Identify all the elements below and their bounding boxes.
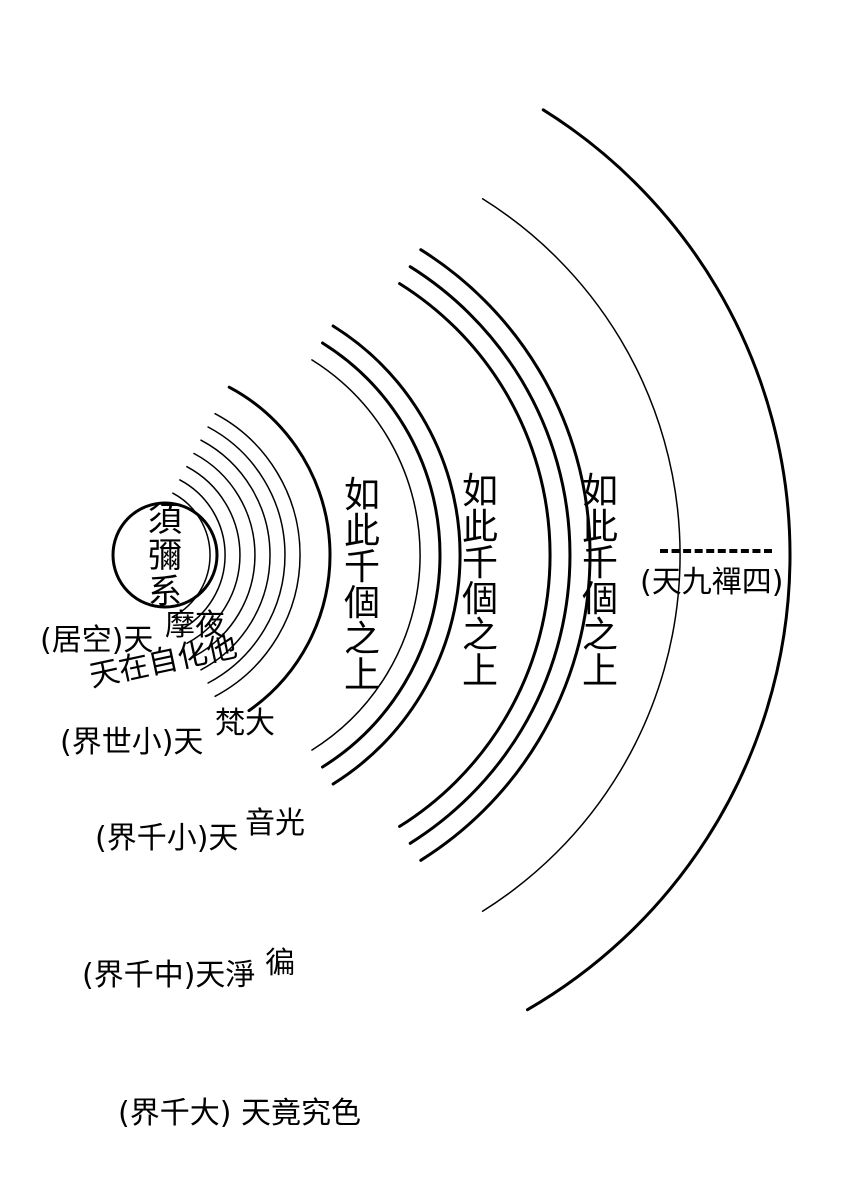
label-abhasvara-tail: 音光 — [245, 806, 305, 841]
label-abhasvara: (界千小)天 — [95, 821, 239, 856]
arc-heaven-2 — [179, 479, 226, 631]
thousand-label-large: 如此千個之上 — [581, 471, 618, 692]
mount-sumeru-circle — [111, 501, 219, 609]
label-yama-tail: 摩夜 — [165, 608, 225, 643]
arc-brahma — [227, 385, 332, 713]
arc-heaven-1 — [172, 492, 211, 618]
label-subhakrtsna-tail: 徧 — [265, 946, 295, 981]
arc-medium-2 — [408, 265, 572, 845]
arc-small-3 — [331, 324, 462, 786]
label-akanistha: (界千大) 天竟究色 — [118, 1096, 361, 1131]
label-subhakrtsna: (界千中)天淨 — [82, 958, 256, 993]
label-yama: (居空)天 — [40, 623, 154, 658]
label-brahma-tail: 梵大 — [215, 706, 275, 741]
arc-small-1 — [311, 359, 421, 751]
arc-heaven-6 — [207, 426, 286, 684]
arc-akanistha — [526, 108, 792, 1012]
mount-sumeru-label: 須彌系 — [148, 500, 182, 612]
arc-heaven-3 — [186, 465, 241, 645]
arc-medium-3 — [419, 248, 592, 862]
four-dhyana-dash — [660, 549, 772, 553]
arc-heaven-7 — [214, 412, 301, 698]
thousand-label-small: 如此千個之上 — [343, 475, 380, 696]
thousand-label-medium: 如此千個之上 — [461, 471, 498, 692]
arc-large-1 — [481, 198, 681, 912]
arc-heaven-4 — [193, 452, 256, 658]
arc-heaven-5 — [200, 439, 271, 671]
arc-small-2 — [321, 341, 442, 769]
label-four-dhyana: (天九禪四) — [640, 565, 784, 600]
label-brahma: (界世小)天 — [60, 725, 204, 760]
arc-medium-1 — [398, 282, 552, 828]
